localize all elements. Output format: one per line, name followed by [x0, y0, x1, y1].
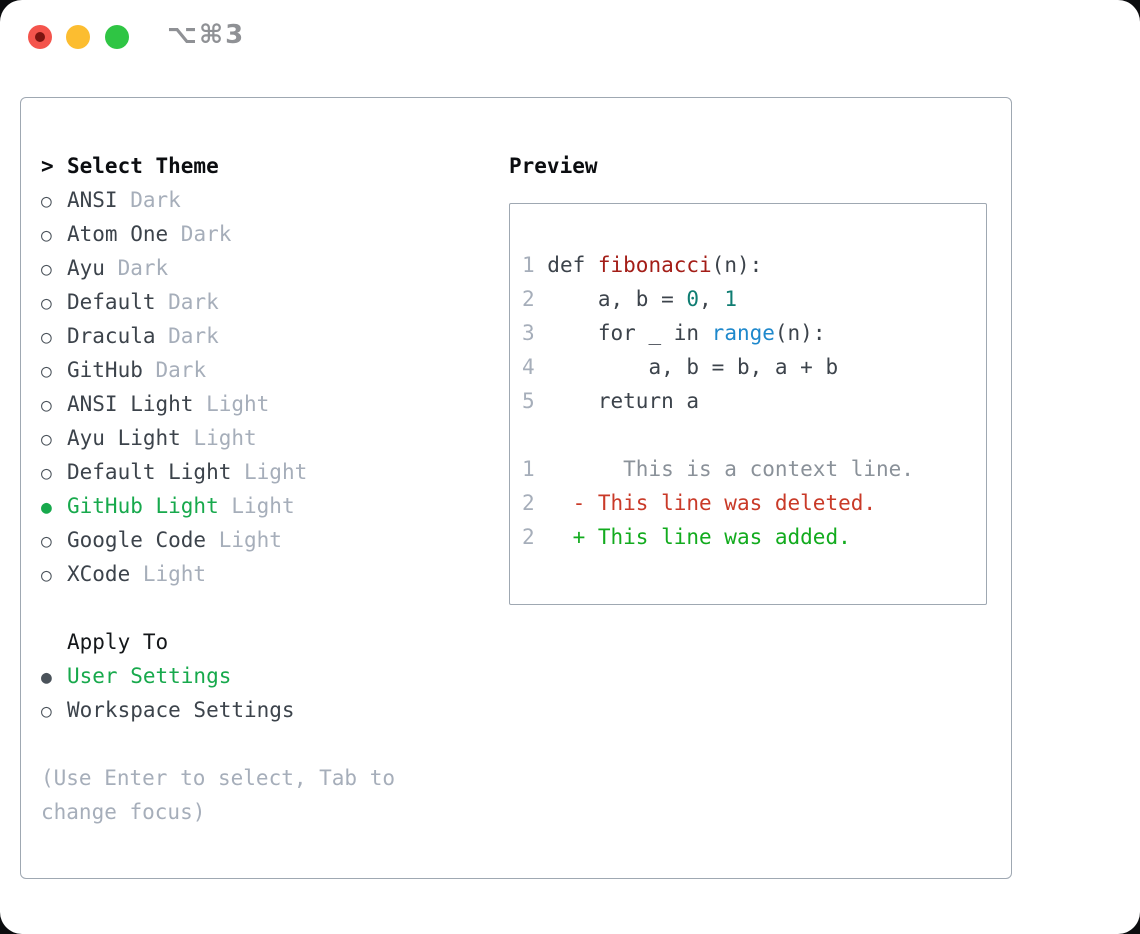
select-theme-title: Select Theme: [67, 154, 219, 178]
code-line: 5 return a: [522, 389, 700, 413]
deleted-line: 2 - This line was deleted.: [522, 491, 877, 515]
code-line: 3 for _ in range(n):: [522, 321, 826, 345]
cursor-prefix: >: [41, 154, 54, 178]
radio-icon: ○: [41, 361, 52, 382]
code-line: 4 a, b = b, a + b: [522, 355, 839, 379]
theme-item-ansi-light[interactable]: ○ANSI Light Light: [41, 387, 491, 421]
radio-icon: ●: [41, 667, 52, 688]
code-line: 2 a, b = 0, 1: [522, 287, 737, 311]
radio-icon: ○: [41, 225, 52, 246]
line-number: 1: [522, 253, 535, 277]
theme-item-default-light[interactable]: ○Default Light Light: [41, 455, 491, 489]
hint-line-1: (Use Enter to select, Tab to: [41, 766, 396, 790]
radio-icon: ○: [41, 327, 52, 348]
theme-item-default[interactable]: ○Default Dark: [41, 285, 491, 319]
preview-box: 1 def fibonacci(n): 2 a, b = 0, 1 3 for _ …: [509, 203, 987, 605]
zoom-button[interactable]: [105, 25, 129, 49]
radio-icon: ○: [41, 293, 52, 314]
radio-icon: ○: [41, 395, 52, 416]
code-preview: 1 def fibonacci(n): 2 a, b = 0, 1 3 for _ …: [510, 204, 986, 554]
hint-line-2: change focus): [41, 800, 206, 824]
theme-item-ayu-light[interactable]: ○Ayu Light Light: [41, 421, 491, 455]
preview-column: Preview 1 def fibonacci(n): 2 a, b = 0, 1…: [501, 149, 987, 605]
radio-icon: ○: [41, 701, 52, 722]
radio-icon: ○: [41, 259, 52, 280]
radio-icon: ○: [41, 565, 52, 586]
radio-icon: ●: [41, 497, 52, 518]
theme-item-atom-one[interactable]: ○Atom One Dark: [41, 217, 491, 251]
theme-item-ayu[interactable]: ○Ayu Dark: [41, 251, 491, 285]
spacer: [41, 727, 491, 761]
line-number: 3: [522, 321, 535, 345]
select-theme-header: > Select Theme: [41, 149, 491, 183]
theme-item-google-code[interactable]: ○Google Code Light: [41, 523, 491, 557]
theme-picker-panel: >Select Theme ○ANSI Dark○Atom One Dark○A…: [20, 97, 1012, 879]
apply-to-list: ●User Settings○Workspace Settings: [41, 659, 491, 727]
radio-icon: ○: [41, 191, 52, 212]
theme-item-ansi[interactable]: ○ANSI Dark: [41, 183, 491, 217]
line-number: 2: [522, 287, 535, 311]
line-number: 2: [522, 525, 535, 549]
theme-item-dracula[interactable]: ○Dracula Dark: [41, 319, 491, 353]
context-line: 1 This is a context line.: [522, 457, 914, 481]
line-number: 5: [522, 389, 535, 413]
code-line: 1 def fibonacci(n):: [522, 253, 763, 277]
line-number: 4: [522, 355, 535, 379]
radio-icon: ○: [41, 531, 52, 552]
added-line: 2 + This line was added.: [522, 525, 851, 549]
apply-option-workspace-settings[interactable]: ○Workspace Settings: [41, 693, 491, 727]
title-bar: ⌥⌘3: [0, 0, 1140, 75]
apply-option-user-settings[interactable]: ●User Settings: [41, 659, 491, 693]
blank-line: [522, 418, 986, 452]
spacer: [41, 591, 491, 625]
window-shortcut-label: ⌥⌘3: [167, 20, 246, 50]
line-number: 2: [522, 491, 535, 515]
minimize-button[interactable]: [66, 25, 90, 49]
theme-item-xcode[interactable]: ○XCode Light: [41, 557, 491, 591]
close-button[interactable]: [28, 25, 52, 49]
selector-column: >Select Theme ○ANSI Dark○Atom One Dark○A…: [41, 149, 491, 829]
theme-item-github[interactable]: ○GitHub Dark: [41, 353, 491, 387]
theme-item-github-light[interactable]: ●GitHub Light Light: [41, 489, 491, 523]
preview-title: Preview: [509, 154, 598, 178]
hint-text: (Use Enter to select, Tab to change focu…: [41, 761, 491, 829]
line-number: 1: [522, 457, 535, 481]
radio-icon: ○: [41, 429, 52, 450]
radio-icon: ○: [41, 463, 52, 484]
theme-list: ○ANSI Dark○Atom One Dark○Ayu Dark○Defaul…: [41, 183, 491, 591]
apply-to-header: Apply To: [67, 630, 169, 654]
